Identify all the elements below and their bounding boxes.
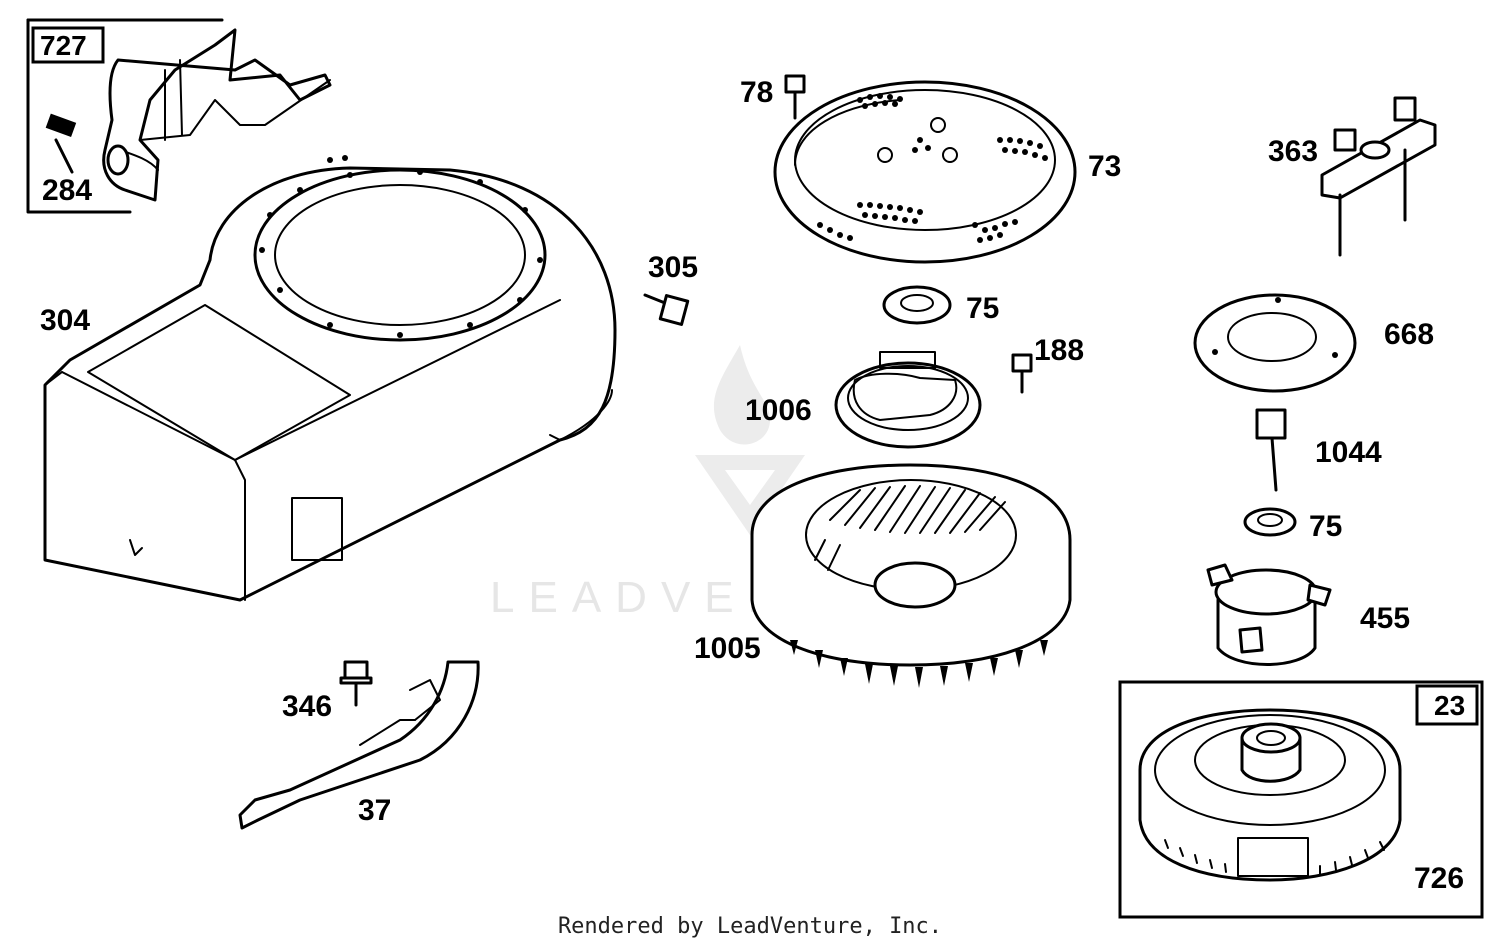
part-346-label: 346 <box>282 690 332 723</box>
part-1044-bolt: 1044 <box>1255 408 1382 492</box>
part-284-label: 284 <box>42 174 92 207</box>
part-284-bolt <box>45 113 77 174</box>
part-1006-label: 1006 <box>745 394 812 427</box>
part-37-baffle: 37 <box>238 660 480 830</box>
footer-credit: Rendered by LeadVenture, Inc. <box>557 914 943 939</box>
ring-gear-teeth <box>1164 839 1385 875</box>
part-188-screw: 188 <box>1011 334 1084 394</box>
part-23-label: 23 <box>1434 690 1465 721</box>
part-304-blower-housing: 304 <box>40 155 617 602</box>
part-305-label: 305 <box>648 251 698 284</box>
part-727-inset: 727 284 <box>26 18 332 214</box>
part-73-label: 73 <box>1088 150 1121 183</box>
part-363-puller: 363 <box>1268 96 1437 257</box>
screen-perforations <box>817 93 1048 243</box>
part-455-label: 455 <box>1360 602 1410 635</box>
part-23-box <box>1415 684 1479 726</box>
part-363-label: 363 <box>1268 135 1318 168</box>
part-668-label: 668 <box>1384 318 1434 351</box>
part-188-label: 188 <box>1034 334 1084 367</box>
part-1044-label: 1044 <box>1315 436 1382 469</box>
fan-vanes <box>814 485 1006 571</box>
part-75-washer-upper: 75 <box>882 285 999 325</box>
part-727-box <box>31 26 105 64</box>
part-726-label: 726 <box>1414 862 1464 895</box>
watermark-flame-icon <box>713 345 770 445</box>
part-455-cup: 455 <box>1206 563 1410 666</box>
part-1005-flywheel-fan: 1005 <box>694 463 1072 688</box>
part-75-washer-lower: 75 <box>1243 507 1342 543</box>
housing-holes <box>259 155 543 338</box>
part-304-label: 304 <box>40 304 90 337</box>
fan-fins <box>790 640 1048 688</box>
part-1005-label: 1005 <box>694 632 761 665</box>
part-305-screw: 305 <box>643 251 698 326</box>
part-727-label: 727 <box>40 30 87 61</box>
part-346-bolt: 346 <box>282 660 373 723</box>
watermark-v-icon <box>695 455 805 535</box>
part-73-screen: 73 <box>773 80 1121 264</box>
part-75-upper-label: 75 <box>966 292 999 325</box>
part-75-lower-label: 75 <box>1309 510 1342 543</box>
part-1006-starter-cup: 1006 <box>745 351 982 449</box>
part-78-screw: 78 <box>740 74 806 120</box>
part-668-plate: 668 <box>1193 293 1434 393</box>
part-37-label: 37 <box>358 794 391 827</box>
part-78-label: 78 <box>740 76 773 109</box>
part-726-inset: 23 726 <box>1118 680 1484 919</box>
